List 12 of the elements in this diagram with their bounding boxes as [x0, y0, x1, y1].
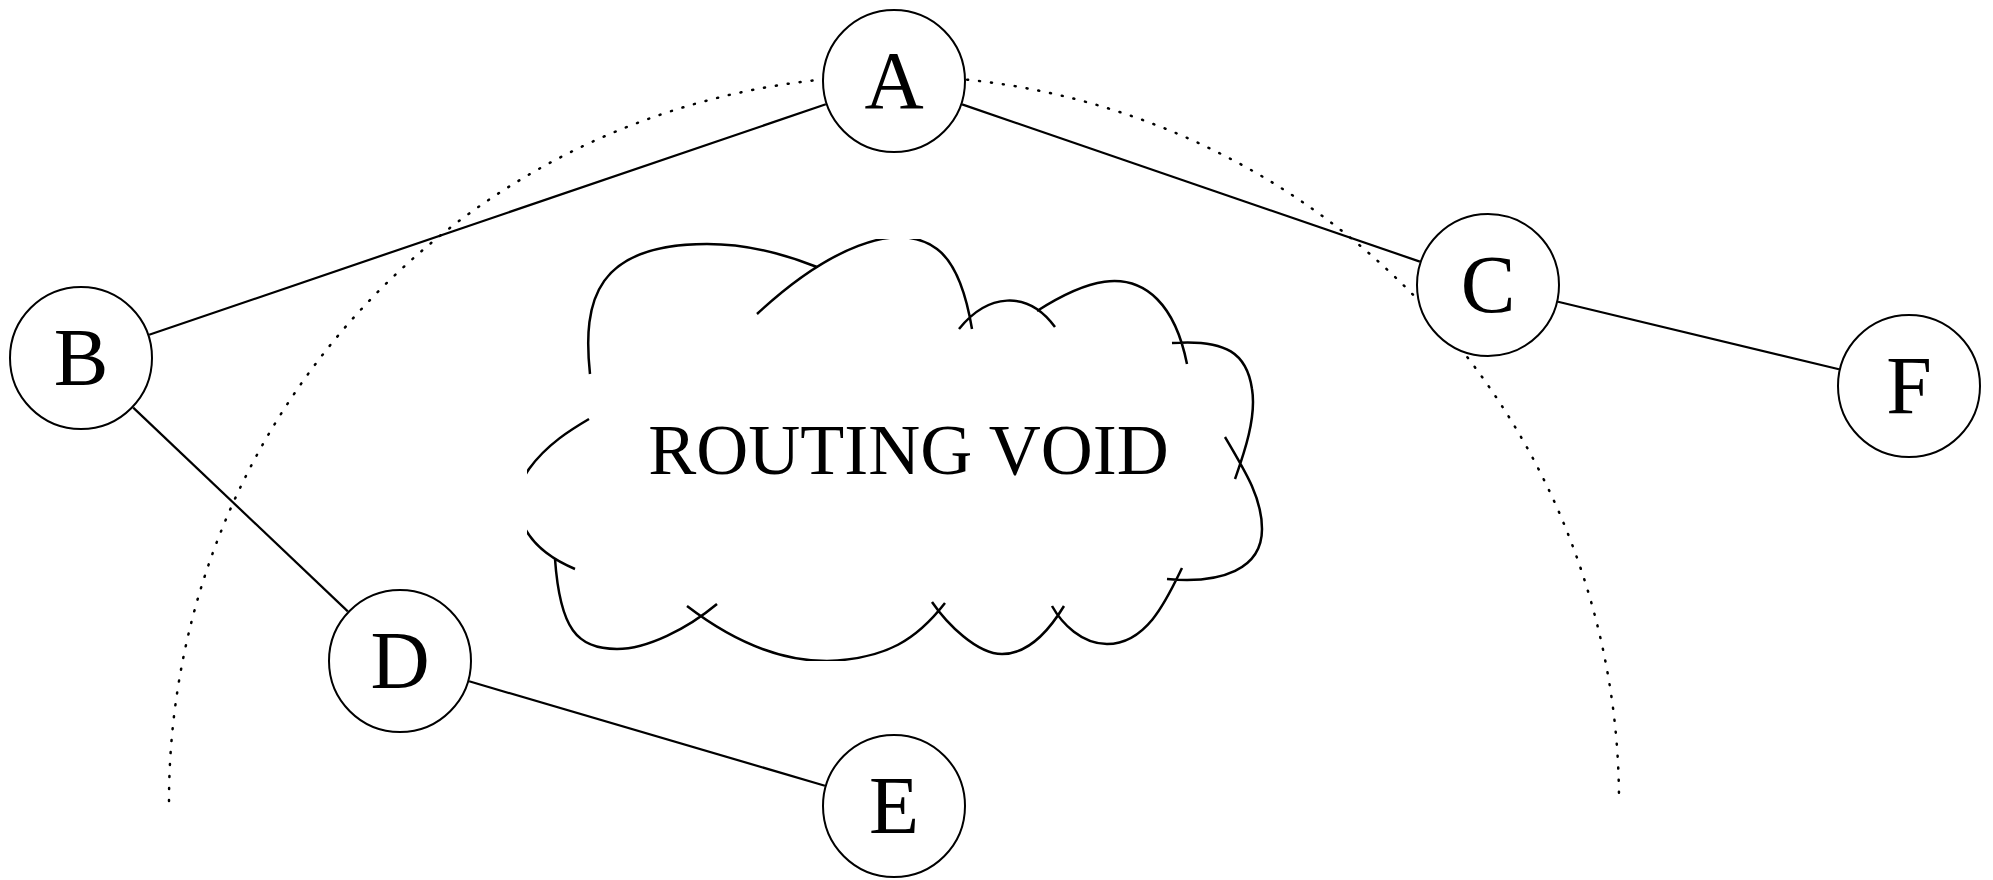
link-line — [148, 103, 827, 336]
node-label: A — [864, 40, 924, 122]
node-label: C — [1460, 244, 1516, 326]
node-label: F — [1886, 345, 1932, 427]
void-label: ROUTING VOID — [648, 414, 1169, 486]
link-line — [468, 680, 826, 787]
link-line — [1557, 300, 1840, 371]
node-label: B — [53, 317, 109, 399]
link-line — [132, 406, 349, 613]
node-label: D — [370, 620, 430, 702]
node-label: E — [868, 765, 920, 847]
link-line — [961, 103, 1421, 263]
